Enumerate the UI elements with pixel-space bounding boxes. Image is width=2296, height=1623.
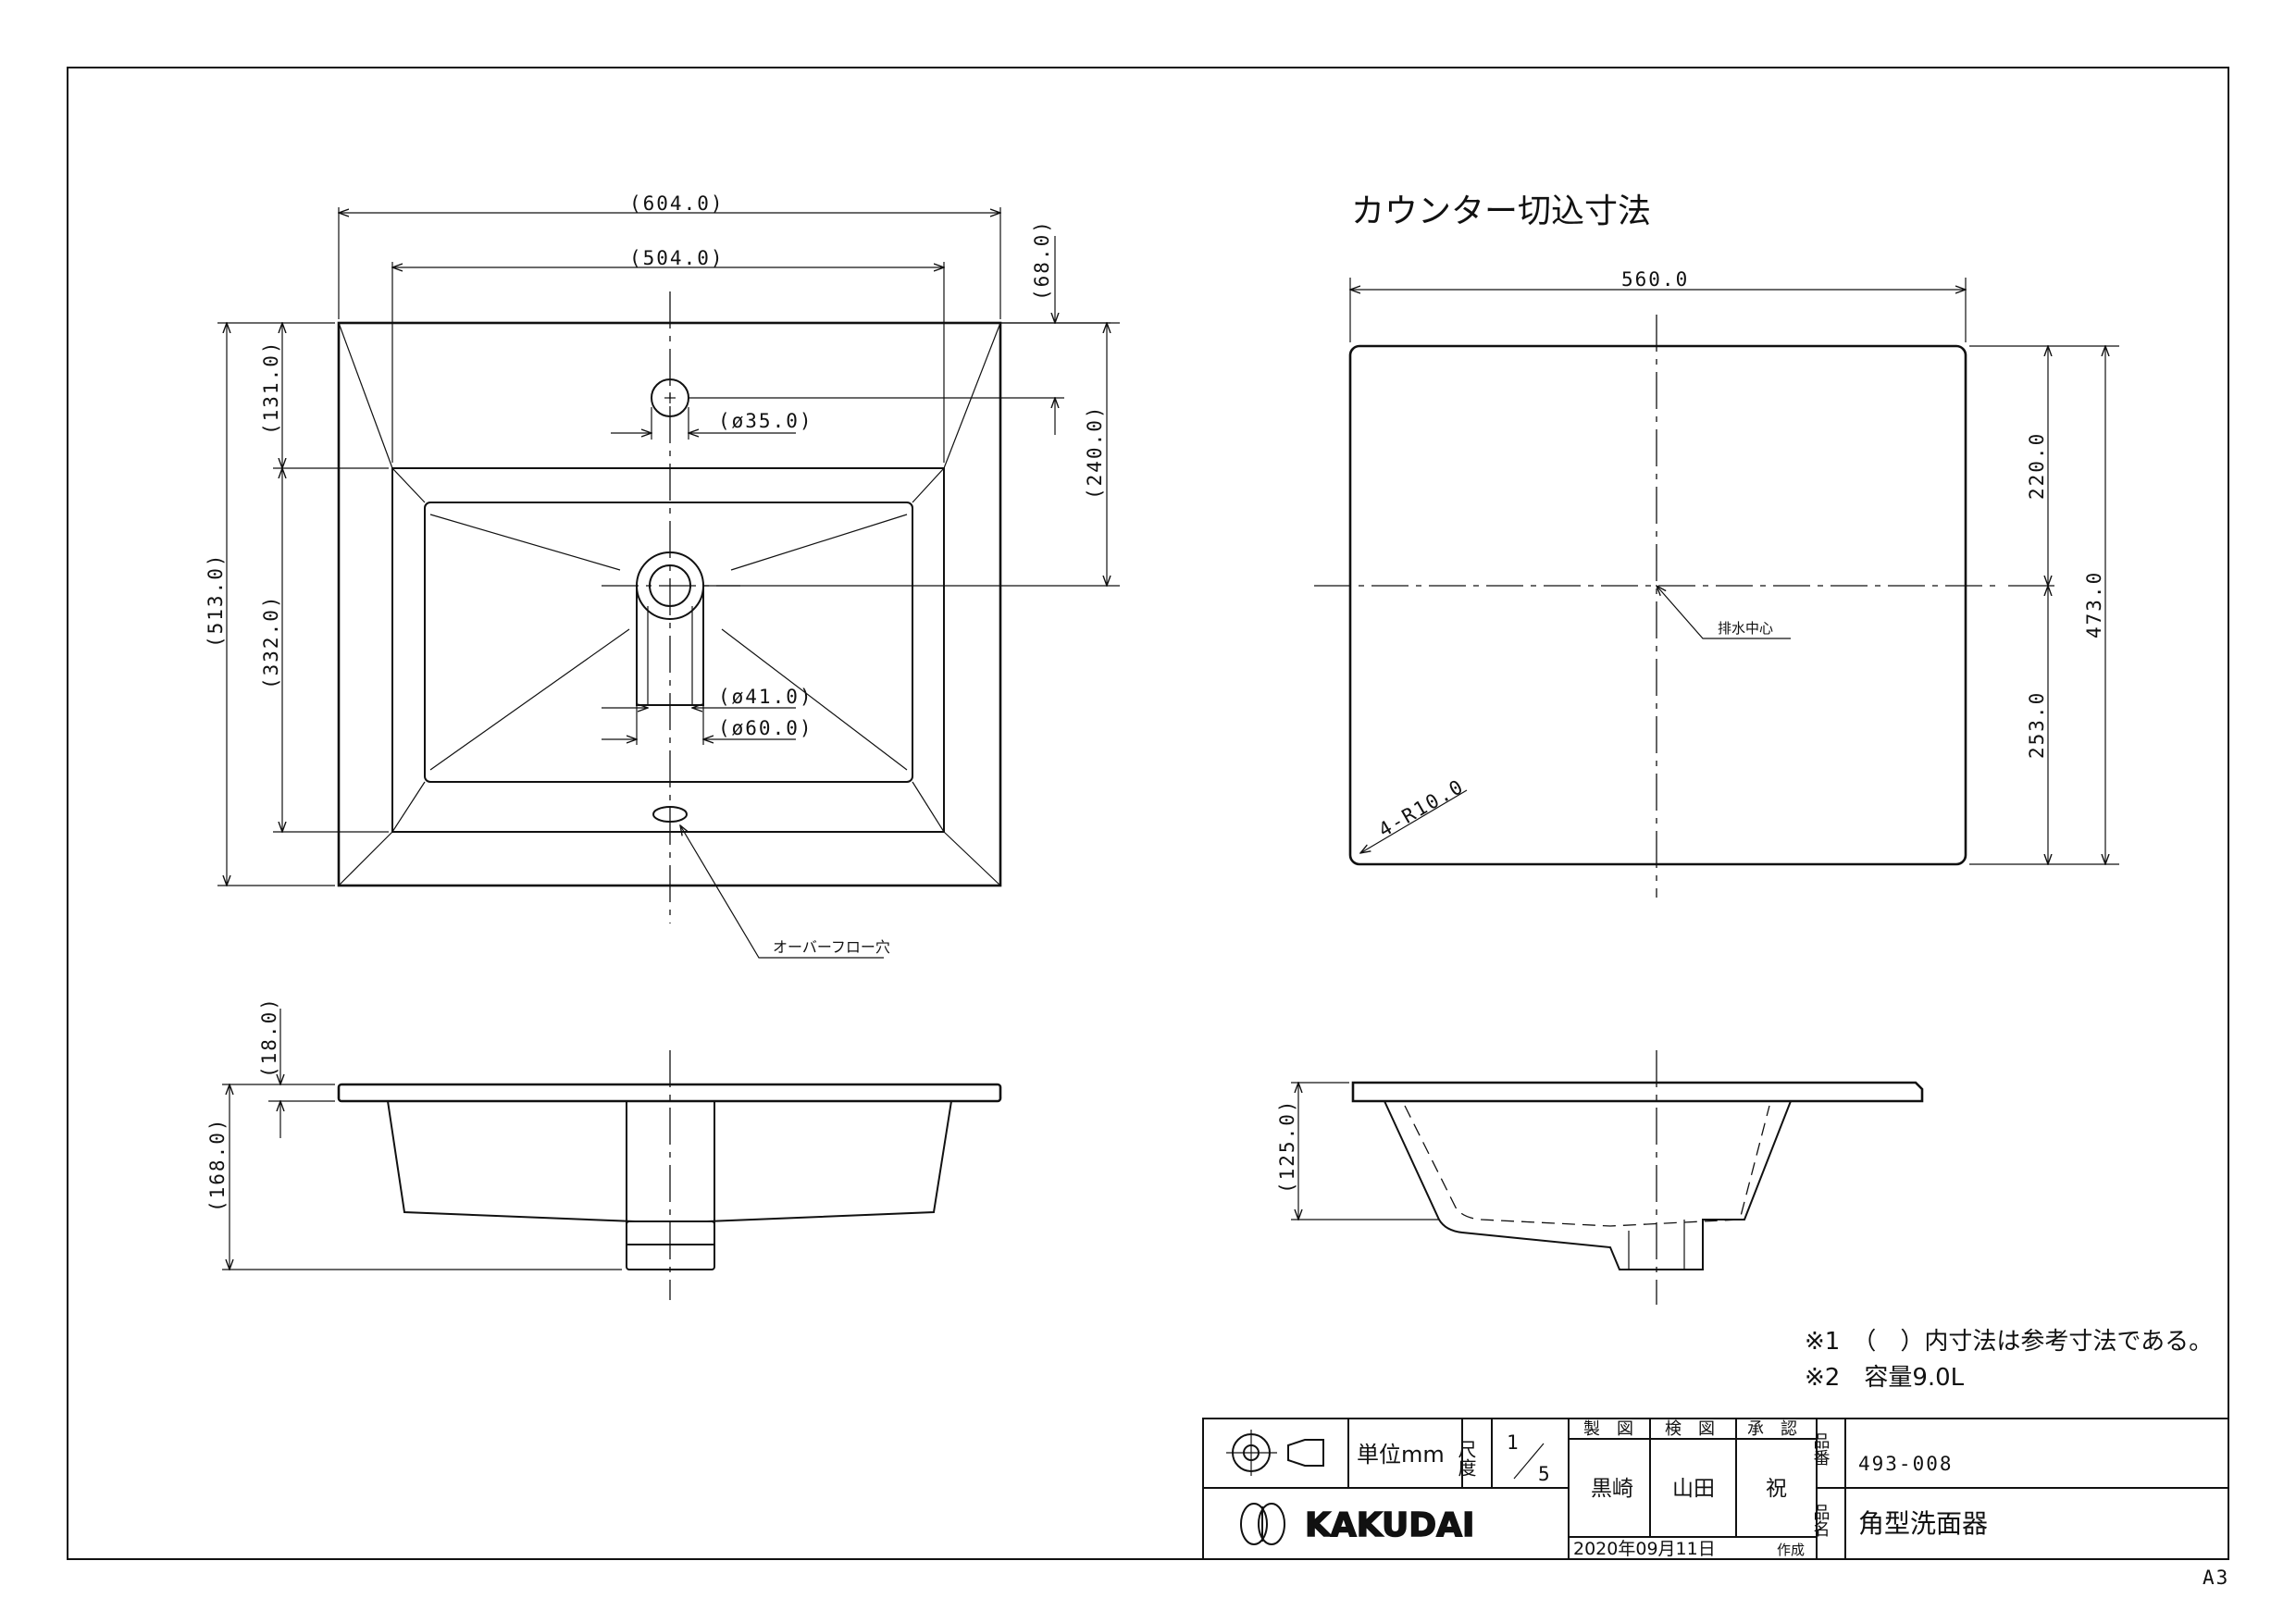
dim-faucet-offset: (68.0) (1031, 219, 1053, 301)
front-view: (18.0) (168.0) (206, 997, 1002, 1300)
dim-faucet-hole: (ø35.0) (718, 410, 813, 432)
created-label: 作成 (1777, 1542, 1805, 1558)
scale-numerator: 1 (1507, 1431, 1520, 1454)
rim-inner-edge (391, 467, 945, 833)
dim-drain-outer: (ø60.0) (718, 717, 813, 739)
part-name-label: 品名 (1811, 1504, 1831, 1537)
dim-cutout-width: 560.0 (1621, 268, 1689, 291)
dim-back-to-center: 220.0 (2026, 432, 2048, 500)
bowl-bottom (424, 502, 913, 783)
cutout-title: カウンター切込寸法 (1351, 192, 1651, 230)
note-1: ※1 （ ）内寸法は参考寸法である。 (1805, 1328, 2213, 1356)
approved-by: 祝 (1766, 1477, 1787, 1501)
third-angle-projection-icon (1226, 1430, 1324, 1476)
overflow-label: オーバーフロー穴 (773, 938, 890, 956)
part-name: 角型洗面器 (1858, 1508, 1988, 1539)
dim-back-to-bowl: (131.0) (260, 340, 282, 435)
title-block: 単位mm 尺度 1 5 製 図 検 図 承 認 黒崎 山田 祝 2020年09月… (1202, 1418, 2229, 1560)
dim-overall-width: (604.0) (629, 192, 725, 215)
scale-label: 尺度 (1455, 1440, 1477, 1477)
plan-view: (604.0) (504.0) (68.0) (240.0) (513.0) (… (205, 192, 1120, 959)
dim-overall-depth: (513.0) (205, 552, 227, 648)
approved-header: 承 認 (1747, 1419, 1797, 1439)
unit-label: 単位mm (1357, 1442, 1445, 1468)
front-bowl (387, 1100, 952, 1222)
part-number: 493-008 (1858, 1453, 1954, 1475)
dim-drain-inner: (ø41.0) (718, 686, 813, 708)
dim-rim-thickness: (18.0) (258, 997, 280, 1078)
checked-by: 山田 (1672, 1477, 1715, 1501)
dim-front-height: (168.0) (206, 1117, 229, 1212)
part-no-label: 品番 (1811, 1432, 1831, 1466)
date-label: 2020年09月11日 (1573, 1539, 1716, 1559)
side-bowl (1384, 1100, 1792, 1270)
side-view: (125.0) (1276, 1050, 1924, 1305)
cutout-outline (1348, 344, 1967, 866)
dim-bowl-depth: (332.0) (260, 594, 282, 689)
note-2: ※2 容量9.0L (1805, 1364, 1965, 1392)
dim-bowl-width: (504.0) (629, 247, 725, 269)
dim-corner-radius: 4-R10.0 (1375, 774, 1469, 841)
sheet-size-label: A3 (2203, 1567, 2229, 1589)
side-rim (1351, 1081, 1924, 1103)
dim-side-height: (125.0) (1276, 1098, 1298, 1194)
drain-center-label: 排水中心 (1718, 620, 1773, 637)
sheet-border (67, 67, 2229, 1560)
company-name: KAKUDAI (1305, 1506, 1474, 1544)
checked-header: 検 図 (1665, 1419, 1715, 1439)
scale-denominator: 5 (1538, 1463, 1552, 1485)
drawn-header: 製 図 (1583, 1419, 1633, 1439)
dim-front-to-center: 253.0 (2026, 691, 2048, 759)
kakudai-logo (1240, 1503, 1285, 1545)
dim-back-to-drain: (240.0) (1084, 404, 1106, 500)
cutout-view: カウンター切込寸法 560.0 220.0 253.0 473.0 4-R10.… (1314, 192, 2119, 898)
dim-cutout-depth: 473.0 (2083, 571, 2105, 638)
slope-lines (338, 322, 1001, 886)
drawn-by: 黒崎 (1591, 1477, 1633, 1501)
